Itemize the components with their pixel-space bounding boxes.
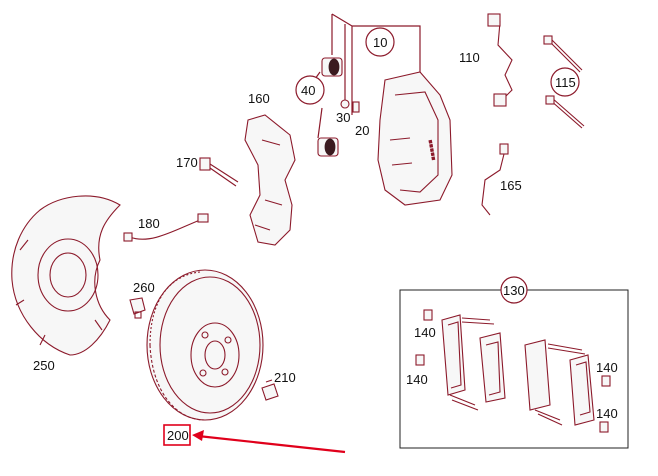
brake-pad-4[interactable] [569, 354, 595, 426]
bolt-260[interactable] [129, 297, 146, 319]
label-10: 10 [373, 35, 387, 50]
callout-circle-40 [295, 75, 325, 105]
highlight-arrow [197, 434, 346, 454]
caliper-brand-lettering: ■■■■■ [426, 139, 437, 161]
pad-bolt-3[interactable] [601, 375, 611, 387]
highlight-arrowhead [192, 430, 204, 441]
caliper-carrier[interactable] [244, 114, 296, 246]
label-140-c: 140 [596, 360, 618, 375]
wear-sensor-180[interactable] [123, 213, 209, 242]
guide-pin-upper[interactable] [321, 57, 343, 77]
brake-pad-1[interactable] [441, 314, 495, 396]
label-180: 180 [138, 216, 160, 231]
label-115: 115 [555, 75, 576, 90]
label-140-b: 140 [406, 372, 428, 387]
label-160: 160 [248, 91, 270, 106]
pad-bolt-1[interactable] [423, 309, 433, 321]
label-260: 260 [133, 280, 155, 295]
label-130: 130 [503, 283, 525, 298]
wear-sensor-165[interactable] [481, 143, 509, 216]
callout-circle-115 [550, 67, 580, 97]
label-250: 250 [33, 358, 55, 373]
part-20[interactable] [352, 101, 360, 113]
label-20: 20 [355, 123, 369, 138]
callout-circle-10 [365, 27, 395, 57]
label-170: 170 [176, 155, 198, 170]
part-30[interactable] [340, 99, 350, 109]
callout-circle-130 [500, 276, 528, 304]
leader-10 [331, 13, 421, 115]
anti-rattle-spring[interactable] [487, 13, 513, 107]
pad-bolt-2[interactable] [415, 354, 425, 366]
cap-210[interactable] [261, 379, 279, 401]
highlight-box-200[interactable] [163, 424, 191, 446]
brake-rotor[interactable] [146, 269, 264, 421]
label-165: 165 [500, 178, 522, 193]
pad-bolt-4[interactable] [599, 421, 609, 433]
label-30: 30 [336, 110, 350, 125]
guide-pin-lower[interactable] [317, 137, 339, 157]
label-140-d: 140 [596, 406, 618, 421]
bolt-170[interactable] [199, 157, 239, 187]
label-140-a: 140 [414, 325, 436, 340]
pad-clip-left [449, 394, 479, 411]
label-200: 200 [167, 428, 189, 443]
pad-clip-right [534, 409, 563, 426]
pad-kit-box [399, 289, 629, 449]
brake-caliper[interactable]: ■■■■■ [377, 71, 453, 206]
brake-pad-2[interactable] [479, 332, 506, 403]
label-210: 210 [274, 370, 296, 385]
label-40: 40 [301, 83, 315, 98]
brake-pad-3[interactable] [524, 339, 586, 411]
dust-shield[interactable] [11, 195, 121, 356]
label-110: 110 [459, 50, 480, 65]
retaining-pin-lower[interactable] [545, 95, 585, 129]
retaining-pin-upper[interactable] [543, 35, 583, 73]
